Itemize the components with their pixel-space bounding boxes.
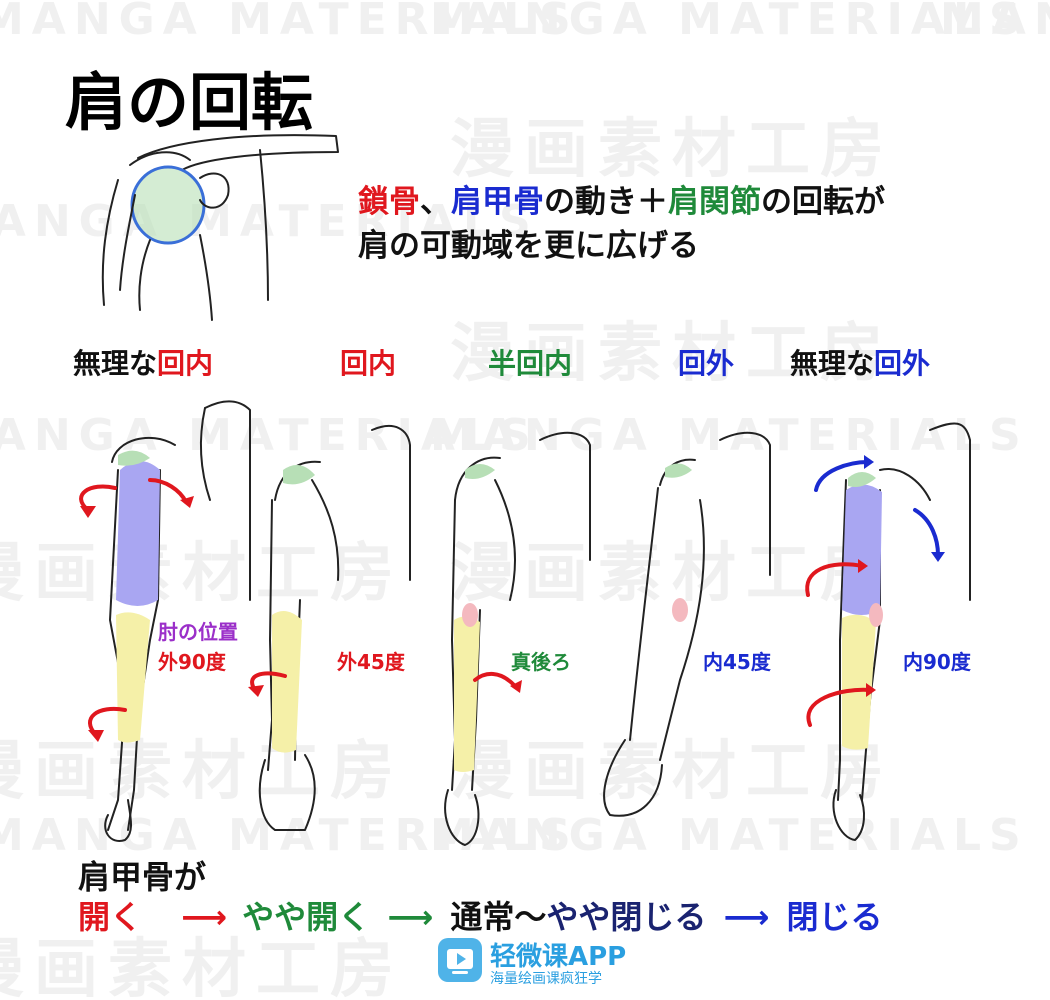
column-label-main: 半回内: [488, 347, 573, 380]
column-label-4: 回外: [678, 342, 734, 382]
elbow-angle-label: 内90度: [903, 650, 971, 674]
watermark-text: 漫画素材工房: [450, 735, 894, 809]
watermark-text: MANGA MATERIALS: [430, 410, 1029, 461]
watermark-text: MANGA MATERIALS: [940, 0, 1050, 45]
column-label-1: 無理な回内: [73, 342, 213, 382]
arrow-right-icon: ⟶: [723, 898, 770, 936]
description-segment: 鎖骨: [358, 184, 420, 220]
arm-figure-1: [104, 400, 251, 842]
arrow-right-icon: ⟶: [181, 898, 228, 936]
footer-step: 閉じる: [786, 898, 883, 936]
watermark-text: MANGA MATERIALS: [0, 0, 579, 45]
watermark-text: MANGA MATERIALS: [430, 810, 1029, 861]
elbow-angle-label: 内45度: [703, 650, 771, 674]
app-badge[interactable]: 轻微课APP 海量绘画课疯狂学: [438, 934, 638, 994]
description-segment: 、: [420, 184, 451, 220]
watermark-text: 漫画素材工房: [450, 317, 894, 391]
arrow-right-icon: ⟶: [387, 898, 434, 936]
elbow-position-note: 肘の位置: [158, 620, 238, 644]
elbow-angle-label: 外90度: [158, 650, 226, 674]
column-label-main: 回内: [157, 347, 214, 380]
footer-step: 通常〜: [450, 898, 547, 936]
footer-step: やや閉じる: [546, 898, 707, 936]
column-label-main: 回外: [678, 347, 735, 380]
rotation-arrows: [79, 460, 940, 737]
play-video-icon: [438, 938, 482, 982]
page-title: 肩の回転: [65, 66, 314, 139]
description-segment: の回転が: [761, 184, 885, 220]
arm-figure-2: [258, 425, 411, 831]
elbow-angle-label: 外45度: [337, 650, 405, 674]
app-tagline: 海量绘画课疯狂学: [490, 971, 602, 987]
column-label-5: 無理な回外: [790, 342, 930, 382]
description-segment: 肩甲骨: [451, 184, 544, 220]
watermark-text: 漫画素材工房: [450, 113, 894, 187]
watermark-text: MANGA MATERIALS: [0, 410, 539, 461]
rotation-arrow-heads: [80, 455, 945, 742]
arm-figure-5: [832, 422, 971, 841]
column-label-2: 回内: [340, 342, 396, 382]
watermark-text: 漫画素材工房: [0, 933, 404, 1000]
footer-prefix: 肩甲骨が: [78, 858, 207, 896]
shoulder-joint-sketch: [101, 134, 339, 321]
watermark-text: 漫画素材工房: [0, 537, 404, 611]
description-line-1: 鎖骨、肩甲骨の動き＋肩関節の回転が: [358, 176, 885, 221]
arm-figure-4: [603, 431, 771, 817]
watermark-text: MANGA MATERIALS: [430, 0, 1029, 45]
arm-figure-3: [444, 431, 591, 846]
column-label-prefix: 無理な: [790, 347, 875, 380]
column-label-main: 回内: [340, 347, 397, 380]
footer-step: 開く: [78, 898, 143, 936]
description-line-2: 肩の可動域を更に広げる: [358, 228, 699, 264]
description-segment: の動き＋: [544, 184, 668, 220]
column-label-3: 半回内: [488, 342, 572, 382]
description-segment: 肩関節: [668, 184, 761, 220]
column-label-main: 回外: [874, 347, 931, 380]
elbow-angle-label: 真後ろ: [511, 650, 571, 674]
footer-step: やや開く: [242, 898, 371, 936]
column-label-prefix: 無理な: [73, 347, 158, 380]
scapula-progression: 開く ⟶ やや開く ⟶ 通常〜やや閉じる ⟶ 閉じる: [78, 892, 883, 938]
app-name: 轻微课APP: [490, 942, 627, 972]
watermark-text: 漫画素材工房: [0, 735, 404, 809]
